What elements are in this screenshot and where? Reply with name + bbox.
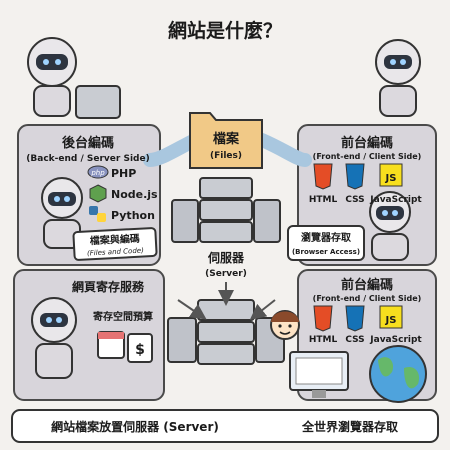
frontend-bottom-title: 前台編碼 xyxy=(341,277,393,293)
backend-lang-nodejs: Node.js xyxy=(111,188,158,201)
html-badge-icon xyxy=(313,163,333,190)
monitor-icon xyxy=(289,351,349,398)
bottom-left-caption: 網站檔案放置伺服器 (Server) xyxy=(51,419,219,434)
frontend-bottom-lang-js: JavaScript xyxy=(369,335,422,345)
php-logo-text: php xyxy=(90,169,105,177)
browser-access-box xyxy=(287,225,365,261)
hosting-budget: 寄存空間預算 xyxy=(93,310,153,323)
robot-icon xyxy=(41,177,83,249)
invoice-icon xyxy=(127,333,153,363)
server-rack-top-icon xyxy=(171,177,281,243)
frontend-top-lang-js: JavaScript xyxy=(369,195,422,205)
js-badge-icon xyxy=(379,305,403,329)
server-rack-bottom-icon xyxy=(167,299,285,365)
user-avatar-icon xyxy=(270,310,300,340)
files-title: 檔案 xyxy=(213,131,240,147)
backend-lang-python: Python xyxy=(111,209,155,222)
browser-access-title: 瀏覽器存取 xyxy=(301,231,352,244)
files-code-card-sub: (Files and Code) xyxy=(87,246,144,257)
backend-title: 後台編碼 xyxy=(62,135,114,151)
nodejs-icon xyxy=(89,184,107,203)
files-to-frontend-arrow xyxy=(255,133,312,167)
bottom-right-caption: 全世界瀏覽器存取 xyxy=(301,419,398,434)
robot-icon xyxy=(375,39,421,117)
frontend-bottom-lang-css: CSS xyxy=(345,335,364,345)
css-badge-icon xyxy=(345,305,365,332)
python-icon xyxy=(89,206,106,222)
page-title: 網站是什麼？ xyxy=(168,19,282,42)
files-subtitle: (Files) xyxy=(210,151,242,161)
folder-icon xyxy=(189,112,263,169)
hosting-title: 網頁寄存服務 xyxy=(72,279,145,294)
frontend-bottom-lang-html: HTML xyxy=(309,335,338,345)
backend-lang-php: PHP xyxy=(111,167,136,180)
frontend-bottom-js-badge-text: JS xyxy=(385,315,397,326)
frontend-top-title: 前台編碼 xyxy=(341,135,393,151)
css-badge-icon xyxy=(345,163,365,190)
arrow-to-server-right xyxy=(249,299,276,320)
frontend-bottom-subtitle: (Front-end / Client Side) xyxy=(313,294,422,303)
frontend-top-js-badge-text: JS xyxy=(385,173,397,184)
files-and-code-card xyxy=(72,227,158,261)
globe-icon xyxy=(369,345,427,403)
browser-access-subtitle: (Browser Access) xyxy=(292,248,360,256)
arrow-to-server-left xyxy=(177,299,207,320)
html-badge-icon xyxy=(313,305,333,332)
robot-icon xyxy=(27,37,121,119)
frontend-top-lang-html: HTML xyxy=(309,195,338,205)
js-badge-icon xyxy=(379,163,403,187)
backend-subtitle: (Back-end / Server Side) xyxy=(26,154,149,164)
php-icon xyxy=(87,165,109,179)
calendar-icon xyxy=(97,331,125,359)
frontend-top-lang-css: CSS xyxy=(345,195,364,205)
robot-icon xyxy=(369,191,411,261)
frontend-top-subtitle: (Front-end / Client Side) xyxy=(313,152,422,161)
server-title: 伺服器 xyxy=(207,250,245,265)
invoice-dollar: $ xyxy=(135,342,145,358)
server-subtitle: (Server) xyxy=(205,269,247,279)
robot-icon xyxy=(31,297,77,379)
bottom-bar xyxy=(11,409,439,443)
files-code-card-title: 檔案與編碼 xyxy=(89,232,140,248)
